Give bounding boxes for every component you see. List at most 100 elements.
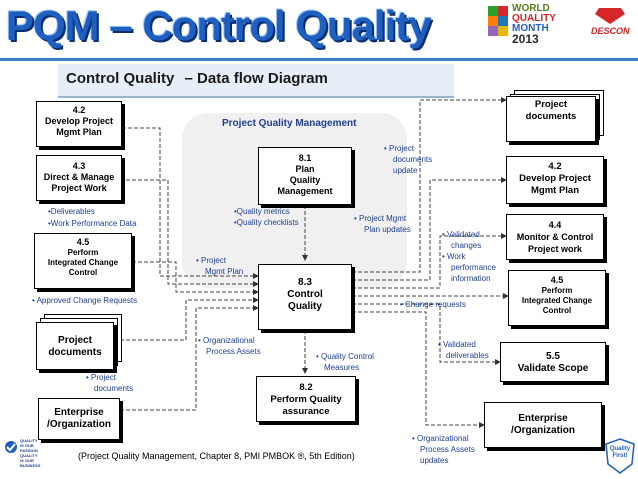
project-docs-left-l2: documents [48,347,102,358]
note-opau-2: Process Assets [420,445,475,454]
enterprise-right-l2: /Organization [511,425,575,436]
box-8-3-num: 8.3 [298,277,312,288]
box-4-5-right-l2: Integrated Change [521,296,593,305]
project-docs-right-l2: documents [525,111,577,122]
badge-line1: Quality [609,446,631,452]
badge-line2: First! [612,453,628,459]
citation: (Project Quality Management, Chapter 8, … [78,451,355,461]
subtitle-bar [58,64,454,98]
box-8-1: 8.1 Plan Quality Management [258,147,352,205]
logo-left-4: IS OUR BUSINESS [20,458,41,468]
wqm-line3: MONTH [512,23,549,34]
descon-text: DESCON [591,26,630,36]
box-4-2-right-l2: Mgmt Plan [530,185,580,196]
note-wpi-3: information [451,274,491,283]
descon-logo: DESCON [585,6,635,42]
enterprise-left: Enterprise /Organization [38,398,120,440]
logo-left-2: IS OUR PASSION [20,443,38,453]
box-8-3-l1: Control [287,289,323,300]
note-quality-checklists: •Quality checklists [234,218,299,227]
enterprise-left-l1: Enterprise [54,407,104,418]
wqm-line1: WORLD [512,3,550,14]
note-wpi-2: performance [451,263,496,272]
note-vd-1: • Validated [438,340,476,349]
note-project-documents-2: documents [94,384,134,393]
box-4-5-right-num: 4.5 [550,275,564,285]
wqm-year: 2013 [512,32,539,46]
box-4-2-left-l2: Mgmt Plan [56,127,102,137]
box-8-1-l3: Management [277,186,333,196]
note-vd-2: deliverables [446,351,489,360]
subtitle: Control Quality – Data flow Diagram [66,70,328,87]
note-opa-1: • Organizational [198,336,255,345]
box-8-1-l1: Plan [295,164,315,174]
project-docs-left: Project documents [36,322,114,370]
box-5-5-num: 5.5 [546,351,560,362]
note-approved-change-requests: • Approved Change Requests [32,296,138,305]
note-deliverables: •Deliverables [48,207,95,216]
note-pdu-1: • Project [384,144,414,153]
note-opa-2: Process Assets [206,347,261,356]
box-8-2: 8.2 Perform Quality assurance [256,376,356,422]
note-wpi-1: • Work [442,252,466,261]
logo-left-1: QUALITY [20,438,38,443]
note-qcm-1: • Quality Control [316,352,374,361]
box-4-5-right: 4.5 Perform Integrated Change Control [508,270,606,326]
box-4-2-right-l1: Develop Project [519,173,591,184]
box-4-5-left-l1: Perform [67,248,99,257]
note-pmp-1: • Project [196,256,226,265]
note-project-documents-1: • Project [86,373,116,382]
enterprise-left-l2: /Organization [47,419,111,430]
logo-left-3: QUALITY [20,453,38,458]
quality-passion-logo: QUALITY IS OUR PASSION QUALITY IS OUR BU… [4,436,44,472]
box-4-4: 4.4 Monitor & Control Project work [506,214,604,260]
box-4-3: 4.3 Direct & Manage Project Work [36,155,122,201]
enterprise-right: Enterprise /Organization [484,402,602,448]
note-quality-metrics: •Quality metrics [234,207,290,216]
project-docs-right: Project documents [506,96,596,142]
project-docs-left-l1: Project [58,335,92,346]
box-8-2-l1: Perform Quality [270,394,342,405]
note-work-performance-data: •Work Performance Data [48,219,137,228]
note-opau-1: • Organizational [412,434,469,443]
box-4-5-left: 4.5 Perform Integrated Change Control [34,233,132,289]
note-pmp-2: Mgmt Plan [205,267,244,276]
quality-first-badge: Quality First! [604,438,636,474]
box-4-2-left: 4.2 Develop Project Mgmt Plan [36,101,122,147]
note-vc-1: • Validated [442,230,480,239]
note-change-requests: • Change requests [400,300,466,309]
box-4-5-right-l1: Perform [541,286,573,295]
box-8-2-num: 8.2 [299,382,313,393]
note-qcm-2: Measures [324,363,360,372]
box-4-3-l2: Project Work [51,183,107,193]
box-4-5-left-num: 4.5 [76,237,90,247]
box-4-2-right-num: 4.2 [548,161,562,172]
header-divider [0,58,638,61]
header [0,0,638,56]
note-pmpu-2: Plan updates [364,225,411,234]
box-4-5-left-l3: Control [68,268,98,277]
box-8-3: 8.3 Control Quality [258,264,352,330]
box-4-3-num: 4.3 [72,161,86,171]
note-pdu-3: update [393,166,418,175]
box-4-5-right-l3: Control [542,306,572,315]
box-8-2-l2: assurance [282,406,330,417]
box-8-1-l2: Quality [289,175,321,185]
box-5-5: 5.5 Validate Scope [500,342,606,382]
box-4-5-left-l2: Integrated Change [47,258,119,267]
box-5-5-l1: Validate Scope [517,363,589,374]
box-4-3-l1: Direct & Manage [43,172,115,182]
subtitle-right: – Data flow Diagram [184,70,328,87]
pqm-label: Project Quality Management [222,118,357,129]
project-docs-right-l1: Project [534,99,568,110]
box-4-2-left-num: 4.2 [72,105,86,115]
note-vc-2: changes [451,241,482,250]
box-4-4-num: 4.4 [548,220,562,230]
note-pdu-2: documents [393,155,433,164]
box-4-4-l1: Monitor & Control [516,232,594,242]
enterprise-right-l1: Enterprise [518,413,568,424]
wqm-line2: QUALITY [512,13,556,24]
box-4-4-l2: Project work [527,244,583,254]
page-title: PQM – Control Quality [6,2,432,49]
note-opau-3: updates [420,456,449,465]
